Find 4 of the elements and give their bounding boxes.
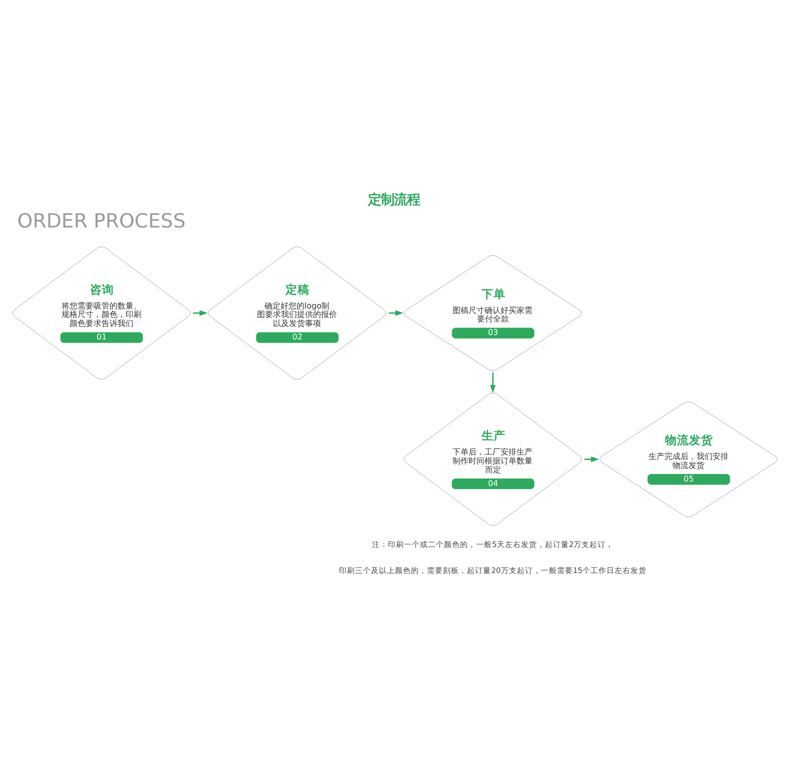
- label: ORDER PROCESS: [17, 209, 186, 232]
- diagram-title: 定制流程: [368, 192, 420, 208]
- arrow: [584, 456, 600, 462]
- arrow: [490, 372, 496, 393]
